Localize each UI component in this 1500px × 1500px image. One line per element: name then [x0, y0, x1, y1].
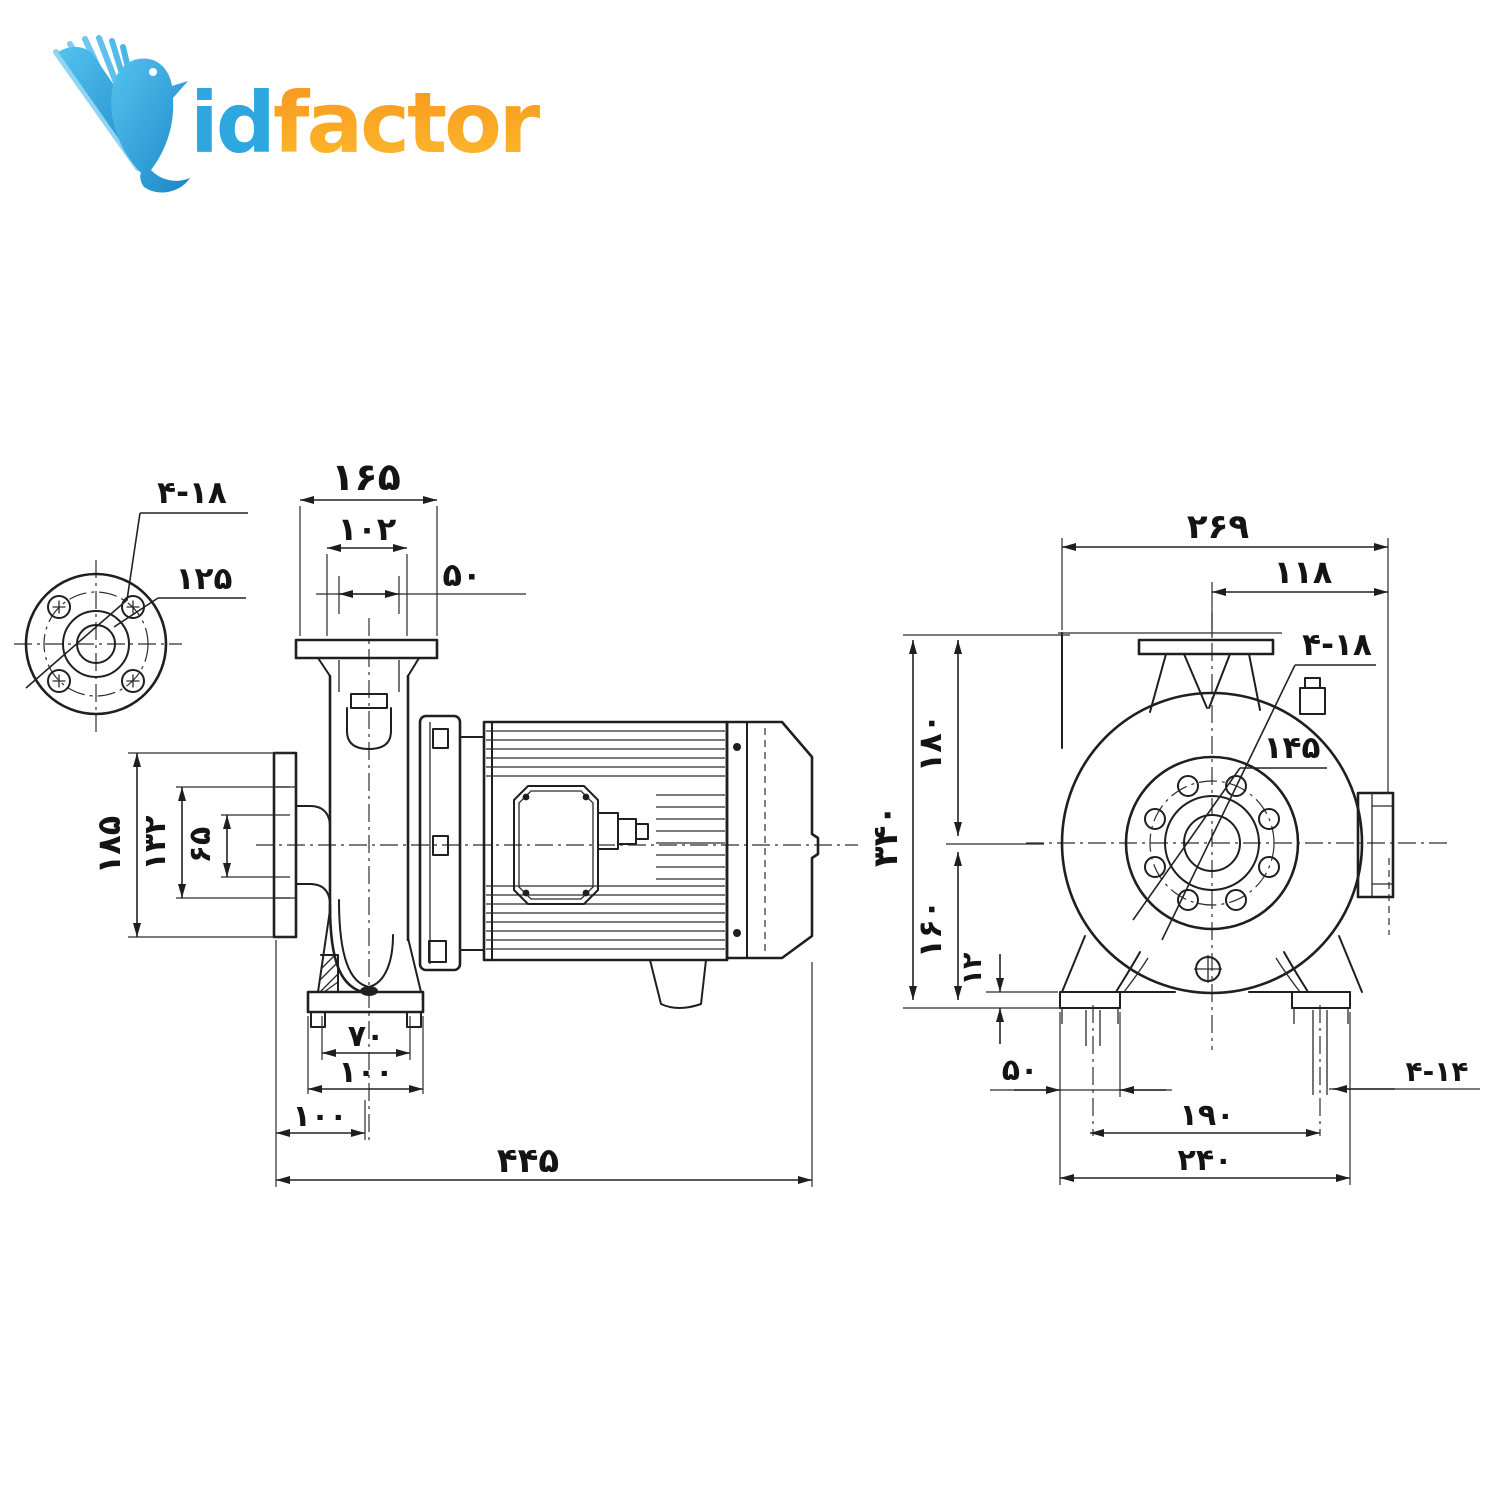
bolt-holes: [47, 595, 145, 693]
dim-label: ۱۲: [957, 952, 988, 985]
front-feet: [1059, 935, 1363, 1136]
drain-plug: [1194, 955, 1222, 983]
hub-circle: [62, 610, 130, 678]
dim-65: ۶۵: [183, 814, 290, 878]
discharge-flange: [294, 638, 439, 677]
bolt: [432, 728, 449, 749]
motor: [482, 720, 729, 1009]
foot-hole-callout-label: ۴-۱۴: [1406, 1055, 1469, 1088]
brand-prefix: id: [190, 74, 273, 172]
dim-label: ۱۳۲: [138, 816, 173, 871]
motor-fins-top: [486, 730, 725, 777]
bolt-circle-label: ۱۲۵: [176, 561, 233, 597]
dim-label: ۴۴۵: [497, 1141, 559, 1181]
fan-cover: [725, 720, 820, 960]
dim-label: ۲۶۹: [1187, 507, 1250, 547]
pipe-plug: [350, 693, 388, 709]
casing-circle: [1060, 691, 1364, 995]
dim-label: ۵۰: [442, 556, 481, 594]
flange-detail-view: ۴-۱۸ ۱۲۵: [14, 475, 248, 732]
dim-label: ۲۴۰: [1178, 1143, 1233, 1178]
dim-118: ۱۱۸: [1211, 553, 1388, 636]
callout-145: ۱۴۵: [1132, 730, 1327, 921]
foot-holes: [1085, 1005, 1328, 1136]
dim-50-side: ۵۰: [316, 556, 526, 614]
casing-adapter: [418, 714, 485, 972]
dim-269: ۲۶۹: [1061, 507, 1389, 793]
dim-label: ۱۰۲: [338, 510, 397, 548]
dim-label: ۱۹۰: [1180, 1098, 1235, 1133]
callout-4-18-front: ۴-۱۸: [1161, 627, 1376, 941]
dim-185: ۱۸۵: [90, 752, 292, 938]
dim-12: ۱۲: [957, 952, 1058, 1044]
dim-label: ۱۸۵: [90, 816, 128, 875]
bearing-bracket: [1356, 791, 1395, 935]
vidfactor-logo: idfactor: [53, 35, 544, 193]
bolt: [432, 835, 449, 856]
dim-label: ۱۶۰: [911, 900, 949, 959]
callout-4-18: ۴-۱۸: [25, 475, 248, 689]
dim-240: ۲۴۰: [1059, 1012, 1351, 1185]
pump-side-view: ۱۶۵ ۱۰۲ ۵۰ ۱۸۵ ۱۳۲: [90, 455, 858, 1187]
dim-100-offset: ۱۰۰: [276, 1099, 366, 1140]
bolt-callout-label: ۴-۱۸: [157, 475, 227, 511]
dim-label: ۷۰: [348, 1019, 385, 1054]
pump-front-view: ۲۶۹ ۱۱۸ ۴-۱۸ ۱۴۵ ۳۴۰ ۱۸۰: [866, 507, 1480, 1185]
discharge-pipe: [328, 660, 410, 942]
bolt-circle: [43, 591, 149, 697]
bolt-circle-label: ۱۴۵: [1264, 730, 1321, 766]
dim-102: ۱۰۲: [326, 510, 408, 636]
dim-label: ۱۸۰: [911, 714, 949, 773]
dim-label: ۱۰۰: [339, 1055, 394, 1090]
bolt: [428, 940, 447, 963]
motor-fins-bottom: [486, 885, 725, 950]
dim-70: ۷۰: [321, 1016, 411, 1060]
bolt-callout-label: ۴-۱۸: [1302, 627, 1372, 663]
dim-label: ۵۰: [1002, 1053, 1039, 1088]
dim-190: ۱۹۰: [1090, 1098, 1320, 1137]
motor-foot: [649, 959, 707, 1009]
casing-lug: [1299, 677, 1326, 715]
dim-label: ۱۰۰: [293, 1099, 348, 1134]
dim-340: ۳۴۰: [866, 634, 1070, 1009]
cable-gland: [597, 812, 649, 850]
dim-160: ۱۶۰: [911, 852, 962, 1000]
dim-100-foot: ۱۰۰: [307, 1016, 424, 1094]
brand-wordmark: idfactor: [190, 74, 541, 172]
dim-label: ۶۵: [183, 827, 218, 864]
flange-outer-circle: [24, 572, 168, 716]
dim-label: ۱۱۸: [1274, 553, 1333, 591]
bolt-holes: [1144, 775, 1280, 911]
bird-icon: [53, 35, 190, 193]
pump-foot: [306, 990, 425, 1028]
dim-label: ۳۴۰: [866, 805, 906, 867]
motor-fins-mid: [656, 794, 725, 880]
callout-125: ۱۲۵: [113, 561, 246, 628]
dim-180: ۱۸۰: [911, 640, 1044, 845]
dim-50-front: ۵۰: [990, 1012, 1172, 1097]
callout-4-14: ۴-۱۴: [1329, 1055, 1480, 1093]
dim-165: ۱۶۵: [299, 455, 438, 636]
bolt-circle: [1149, 780, 1275, 906]
dim-132: ۱۳۲: [138, 786, 290, 899]
suction-flange-front: [1124, 755, 1300, 931]
rib-hatch: [319, 954, 339, 993]
terminal-box: [513, 785, 599, 905]
dim-label: ۱۶۵: [331, 455, 401, 499]
discharge-flange-front: [1137, 638, 1275, 713]
brand-suffix: factor: [273, 74, 541, 172]
dim-445: ۴۴۵: [275, 940, 813, 1187]
